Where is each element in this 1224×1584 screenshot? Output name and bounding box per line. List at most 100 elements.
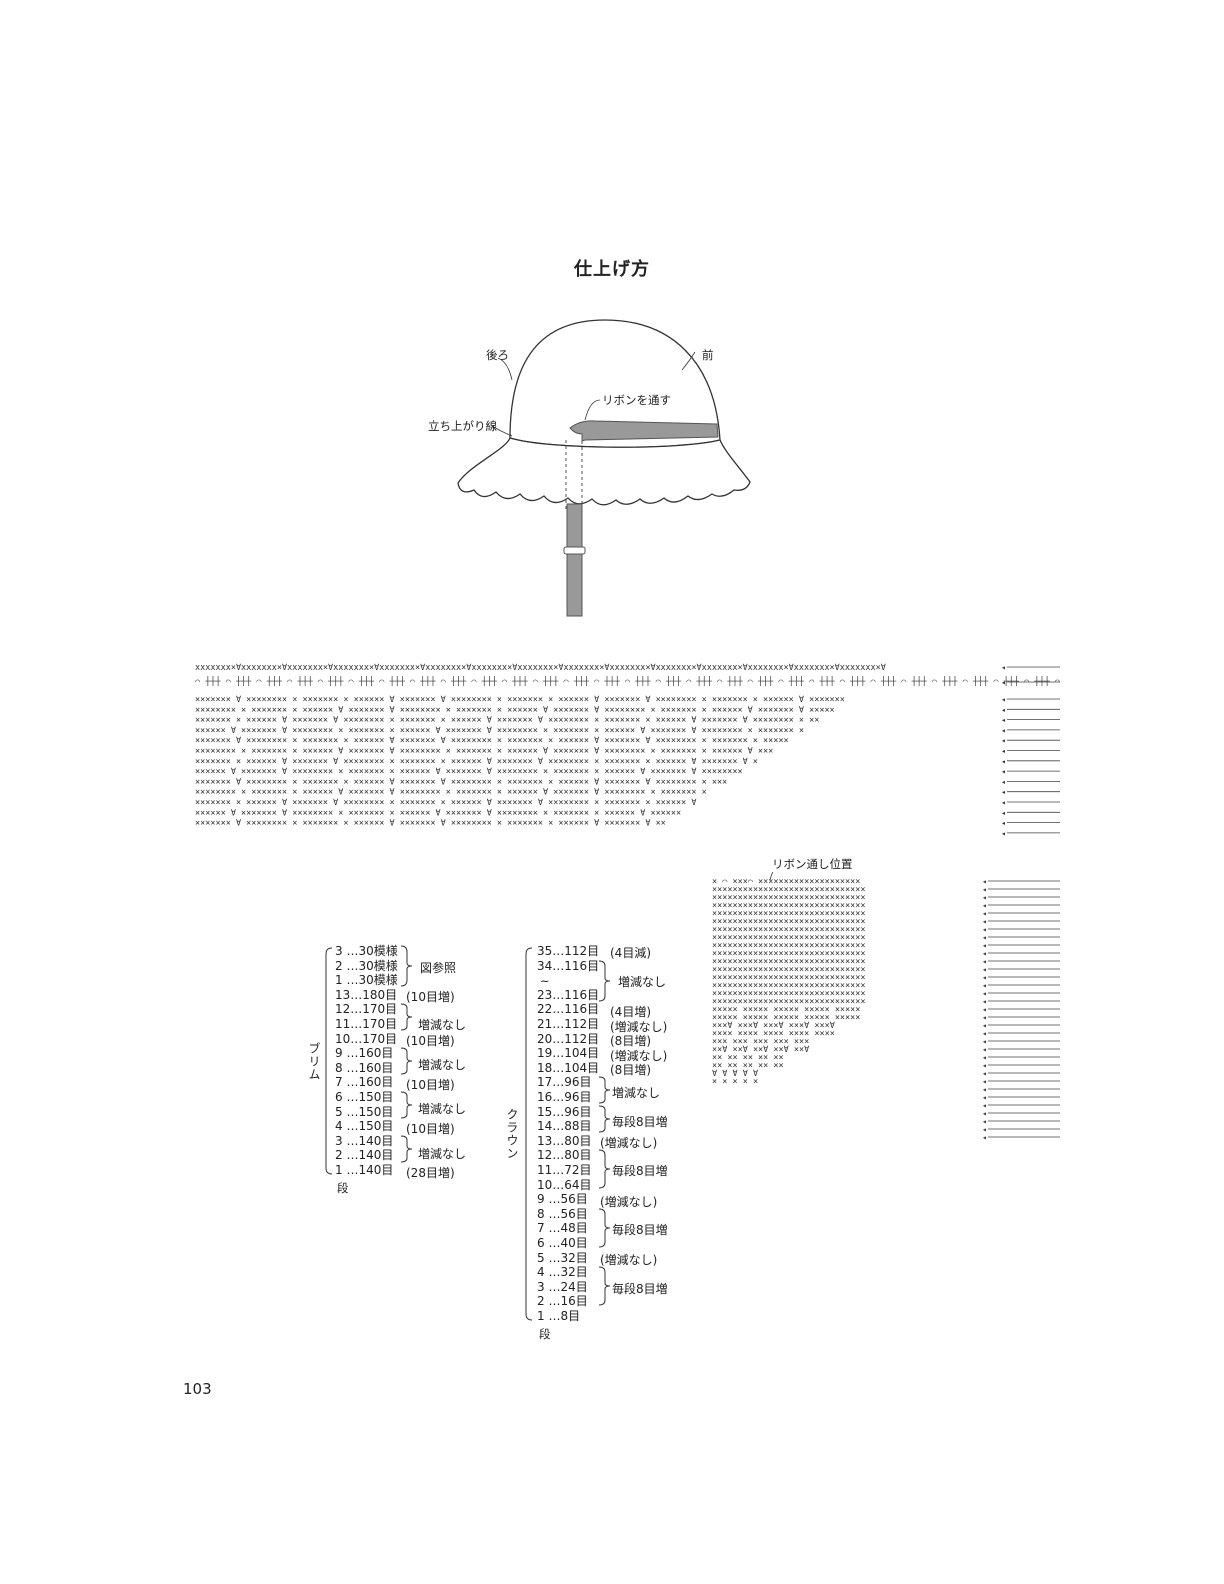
stitch-row: ×××××××××××××××××××××××××××××× — [712, 981, 866, 991]
brim-note-10: (10目増) — [406, 1034, 455, 1048]
arrow-head-icon: ◂ — [982, 1077, 987, 1086]
brim-note-9-8: 増減なし — [418, 1058, 467, 1072]
arrow-head-icon: ◂ — [982, 1117, 987, 1126]
arrow-head-icon: ◂ — [1001, 788, 1006, 797]
stitch-row: ×× ×× ×× ×× ×× — [712, 1061, 784, 1071]
arrow-head-icon: ◂ — [982, 1029, 987, 1038]
arrow-head-icon: ◂ — [982, 1085, 987, 1094]
brim-row: 1 …30模様 — [335, 973, 398, 988]
brim-row: 9 …160目 — [335, 1046, 394, 1061]
stitch-row: ××××××× ∀ ×××××××× × ××××××× × ×××××× ∀ … — [195, 736, 789, 746]
crown-row: 23…116目 — [537, 987, 600, 1002]
stitch-row: ××××××× ∀ ×××××××× × ××××××× × ×××××× ∀ … — [195, 695, 845, 705]
arrow-head-icon: ◂ — [982, 1061, 987, 1070]
stitch-row: ××∀ ××∀ ××∀ ××∀ ××∀ — [712, 1045, 809, 1055]
ribbon-tail — [566, 503, 583, 617]
stitch-row: ××××××× ∀ ×××××××× × ××××××× × ×××××× ∀ … — [195, 819, 666, 829]
crown-note-4-2: 毎段8目増 — [612, 1282, 668, 1296]
stitch-row: ×××××××××××××××××××××××××××××× — [712, 901, 866, 911]
brim-row: 8 …160目 — [335, 1060, 394, 1075]
crown-label: クラウン — [505, 1108, 519, 1160]
label-back: 後ろ — [486, 348, 509, 362]
brim-row: 10…170目 — [335, 1031, 398, 1046]
stitch-row: ××××××× × ×××××× ∀ ××××××× ∀ ×××××××× × … — [195, 757, 758, 767]
arrow-head-icon: ◂ — [1001, 678, 1006, 687]
arrow-head-icon: ◂ — [1001, 757, 1006, 766]
arrow-head-icon: ◂ — [1001, 777, 1006, 786]
crown-note-13: (増減なし) — [600, 1136, 658, 1150]
crown-note-18: (8目増) — [610, 1063, 651, 1077]
crown-row: 3 …24目 — [537, 1279, 588, 1294]
brim-right-braces — [400, 945, 413, 1163]
arrow-head-icon: ◂ — [1001, 736, 1006, 745]
crown-row: 15…96目 — [537, 1104, 592, 1119]
crown-row: 14…88目 — [537, 1119, 592, 1134]
crown-row: 7 …48目 — [537, 1221, 588, 1236]
arrow-head-icon: ◂ — [982, 1045, 987, 1054]
label-ribbon-position: リボン通し位置 — [772, 857, 853, 871]
stitch-row: ×××××××× × ××××××× × ×××××× ∀ ××××××× ∀ … — [195, 705, 835, 715]
hat-illustration — [457, 319, 751, 617]
hat-brim — [457, 437, 751, 506]
crown-note-9: (増減なし) — [600, 1195, 658, 1209]
arrow-head-icon: ◂ — [982, 1069, 987, 1078]
stitch-row: ×××××××××××××××××××××××××××××× — [712, 965, 866, 975]
stitch-row: ×××××××××××××××××××××××××××××× — [712, 885, 866, 895]
brim-row: 3 …140目 — [335, 1133, 394, 1148]
crown-row: 13…80目 — [537, 1133, 592, 1148]
brim-note-7: (10目増) — [406, 1078, 455, 1092]
arrow-head-icon: ◂ — [982, 1053, 987, 1062]
arrow-head-icon: ◂ — [982, 1037, 987, 1046]
crown-note-12-10: 毎段8目増 — [612, 1164, 668, 1178]
crown-row: 22…116目 — [537, 1002, 600, 1017]
arrow-head-icon: ◂ — [982, 1109, 987, 1118]
crown-dan-label: 段 — [539, 1327, 551, 1341]
stitch-row: ×××××××× × ××××××× × ×××××× ∀ ××××××× ∀ … — [195, 788, 707, 798]
crown-row: 8 …56目 — [537, 1206, 588, 1221]
stitch-row: ××× ××× ××× ××× ××× — [712, 1037, 809, 1047]
crown-row: 2 …16目 — [537, 1294, 588, 1309]
crown-row: 34…116目 — [537, 958, 600, 973]
arrow-head-icon: ◂ — [982, 1101, 987, 1110]
stitch-row: ××××××× ∀ ×××××××× × ××××××× × ×××××× ∀ … — [195, 777, 727, 787]
stitch-row: ⌒ ┼┼┼ ⌒ ┼┼┼ ⌒ ┼┼┼ ⌒ ┼┼┼ ⌒ ┼┼┼ ⌒ ┼┼┼ ⌒ ┼┼… — [195, 676, 1065, 687]
stitch-row: xxxxxxx×∀xxxxxxx×∀xxxxxxx×∀xxxxxxx×∀xxxx… — [195, 663, 886, 673]
crown-note-34-23: 増減なし — [618, 975, 667, 989]
crown-row: 19…104目 — [537, 1046, 600, 1061]
crown-note-8-6: 毎段8目増 — [612, 1223, 668, 1237]
arrow-head-icon: ◂ — [982, 1093, 987, 1102]
arrow-head-icon: ◂ — [1001, 798, 1006, 807]
brim-note-1: (28目増) — [406, 1166, 455, 1180]
crown-row: 10…64目 — [537, 1177, 592, 1192]
crown-note-21: (増減なし) — [610, 1020, 668, 1034]
stitch-row: ×××××××××××××××××××××××××××××× — [712, 989, 866, 999]
brim-row: 11…170目 — [335, 1017, 398, 1031]
arrow-head-icon: ◂ — [1001, 829, 1006, 838]
arrow-head-icon: ◂ — [982, 909, 987, 918]
page-title: 仕上げ方 — [574, 259, 650, 280]
arrow-head-icon: ◂ — [982, 949, 987, 958]
stitch-row: ××××× ××××× ××××× ××××× ××××× — [712, 1013, 860, 1023]
brim-label: ブリム — [307, 1042, 321, 1081]
crown-row: 6 …40目 — [537, 1236, 588, 1250]
brim-bracket — [325, 947, 333, 1175]
crown-right-braces — [598, 960, 611, 1306]
brim-note-12-11: 増減なし — [418, 1018, 467, 1032]
stitch-row: × ⌒ ×××⌒ ×××××××××××××××××××× — [712, 877, 860, 887]
arrow-head-icon: ◂ — [1001, 726, 1006, 735]
brim-row: 5 …150目 — [335, 1104, 394, 1119]
arrow-head-icon: ◂ — [982, 901, 987, 910]
label-rise-line: 立ち上がり線 — [428, 419, 497, 433]
arrow-head-icon: ◂ — [982, 925, 987, 934]
crown-note-19: (増減なし) — [610, 1049, 668, 1063]
stitch-row: ×××××××××××××××××××××××××××××× — [712, 997, 866, 1007]
brim-row: 3 …30模様 — [335, 944, 398, 958]
brim-row: 7 …160目 — [335, 1075, 394, 1090]
crown-note-15-14: 毎段8目増 — [612, 1115, 668, 1129]
stitch-row: ×× ×× ×× ×× ×× — [712, 1053, 784, 1063]
stitch-row: ××××××× × ×××××× ∀ ××××××× ∀ ×××××××× × … — [195, 716, 819, 726]
arrow-head-icon: ◂ — [982, 933, 987, 942]
arrow-head-icon: ◂ — [1001, 663, 1006, 672]
stitch-row: ××××××× × ×××××× ∀ ××××××× ∀ ×××××××× × … — [195, 798, 697, 808]
